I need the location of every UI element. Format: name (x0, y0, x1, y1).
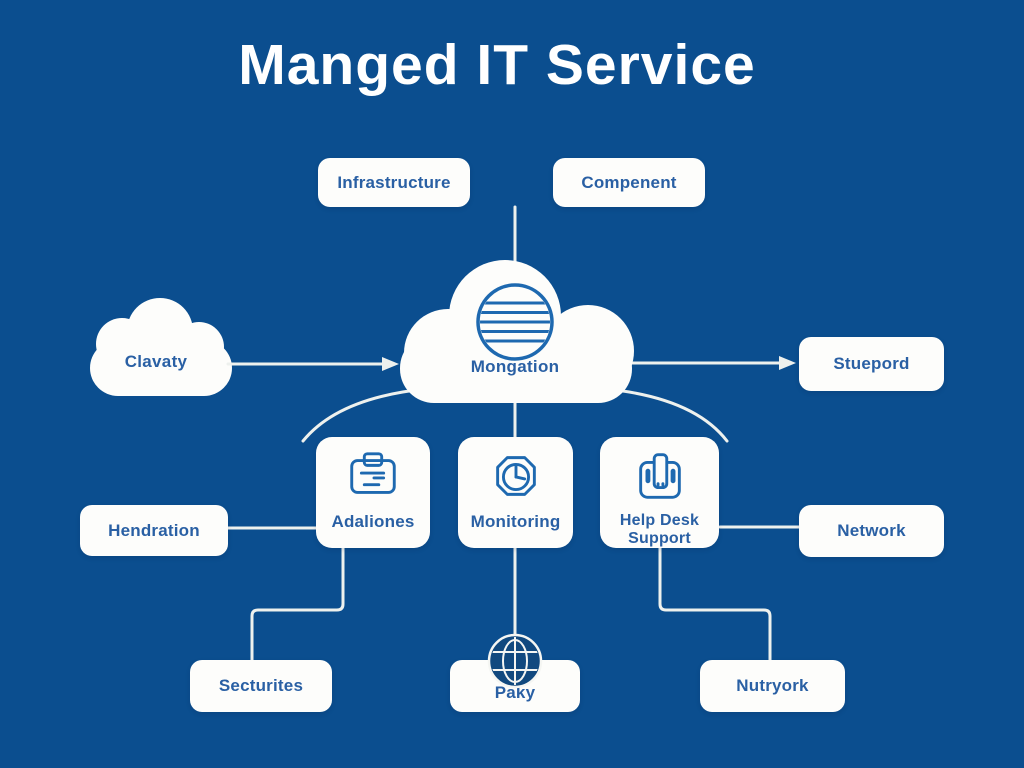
cloud-node-clavaty: Clavaty (124, 352, 188, 371)
node-label: Paky (494, 683, 536, 702)
node-label: Compenent (581, 172, 677, 192)
page-title: Manged IT Service (238, 33, 756, 97)
briefcase-icon (344, 447, 402, 510)
node-label: Monitoring (470, 512, 561, 531)
node-paky: Paky (450, 660, 580, 712)
server-rack-icon (631, 447, 689, 510)
arrowhead-right-into-cloud (382, 357, 399, 371)
cloud-shape-left (90, 298, 232, 396)
node-hendration: Hendration (80, 505, 228, 556)
node-monitoring: Monitoring (458, 437, 573, 548)
striped-globe-icon (476, 283, 554, 361)
node-help-desk-support: Help Desk Support (600, 437, 719, 548)
node-secturites: Secturites (190, 660, 332, 712)
node-label: Stuepord (833, 354, 910, 373)
node-stuepord: Stuepord (799, 337, 944, 391)
arrowhead-into-stuepord (779, 356, 796, 370)
node-infrastructure: Infrastructure (318, 158, 470, 207)
cloud-node-mongation: Mongation (470, 357, 560, 376)
node-label: Nutryork (736, 676, 809, 695)
node-label: Infrastructure (337, 172, 451, 192)
connectors (226, 205, 801, 662)
node-network: Network (799, 505, 944, 557)
node-label: Network (837, 521, 906, 540)
node-label: Help Desk Support (619, 512, 700, 548)
node-adaliones: Adaliones (316, 437, 430, 548)
node-label: Adaliones (331, 512, 415, 531)
gauge-gear-icon (487, 447, 545, 510)
node-nutryork: Nutryork (700, 660, 845, 712)
node-compenent: Compenent (553, 158, 705, 207)
node-label: Secturites (218, 676, 304, 695)
node-label: Hendration (108, 520, 200, 540)
